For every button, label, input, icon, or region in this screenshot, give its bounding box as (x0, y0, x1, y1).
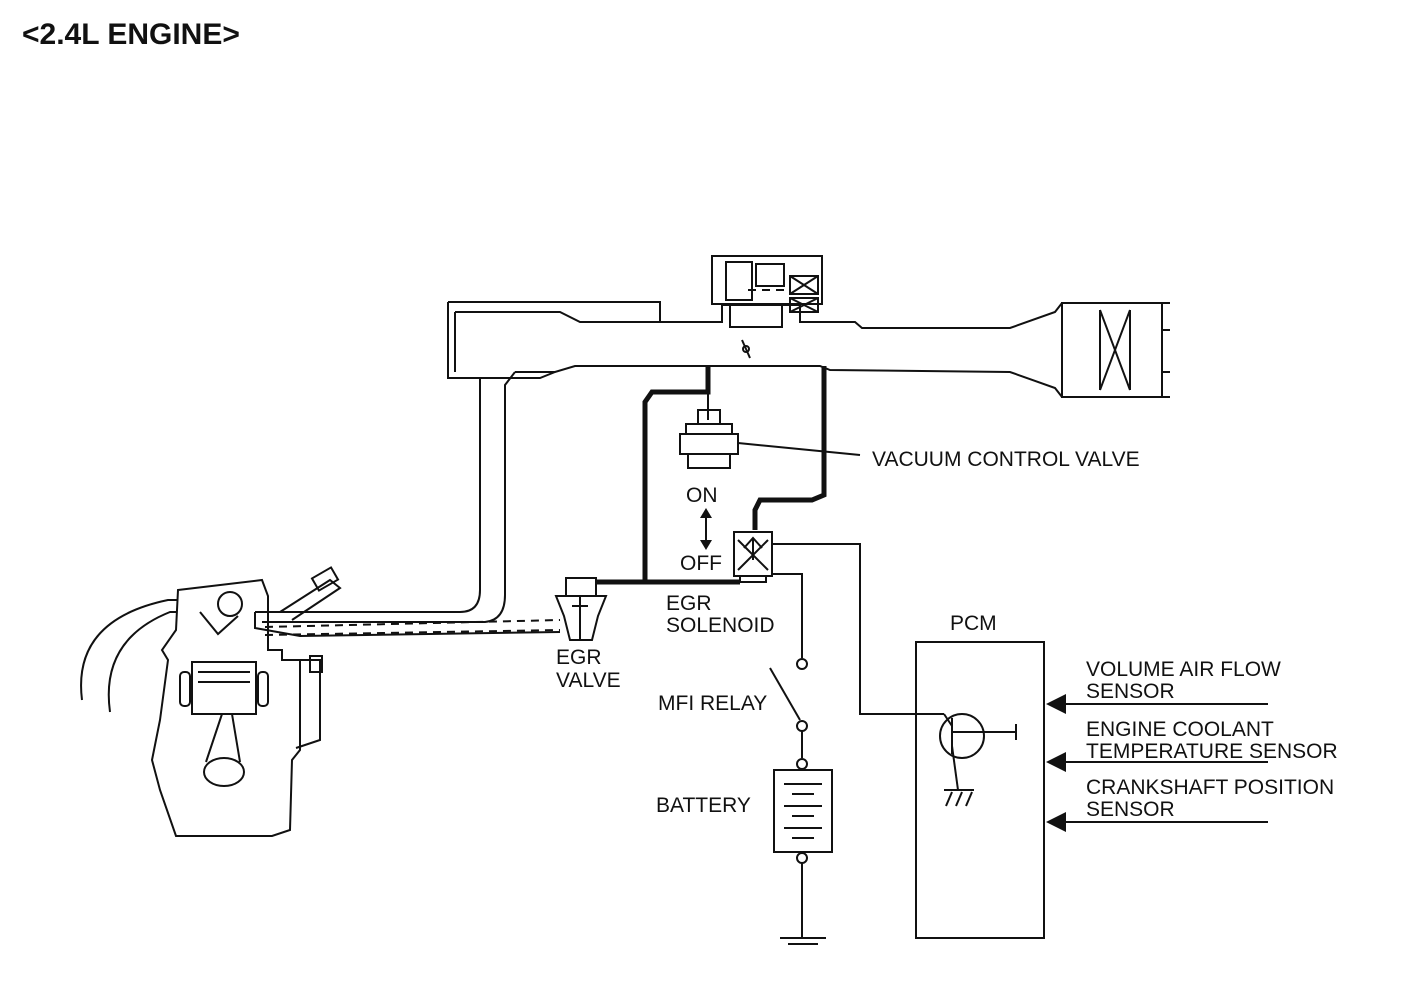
battery-label: BATTERY (656, 794, 751, 817)
off-label: OFF (680, 552, 722, 575)
egr-valve-label-1: EGR (556, 646, 602, 669)
input-ect-line2: TEMPERATURE SENSOR (1086, 740, 1338, 763)
egr-solenoid-label-1: EGR (666, 592, 712, 615)
input-ckp-line1: CRANKSHAFT POSITION (1086, 776, 1334, 799)
diagram-title: <2.4L ENGINE> (22, 18, 240, 51)
pcm-box (915, 641, 1045, 939)
input-ckp-line2: SENSOR (1086, 798, 1175, 821)
pcm-input-arrows (1046, 694, 1268, 832)
egr-solenoid-label-2: SOLENOID (666, 614, 775, 637)
input-ect-line1: ENGINE COOLANT (1086, 718, 1274, 741)
egr-solenoid (733, 531, 773, 583)
solenoid-pcm-wire (772, 543, 944, 715)
air-cleaner (1061, 302, 1170, 398)
pcm-label: PCM (950, 612, 997, 635)
mfi-relay-label: MFI RELAY (658, 692, 767, 715)
throttle-valve (741, 339, 751, 359)
idle-air-control-unit (711, 255, 823, 328)
input-vaf-line2: SENSOR (1086, 680, 1175, 703)
pcm-transistor (939, 713, 1017, 807)
battery (773, 758, 833, 945)
input-vaf-line1: VOLUME AIR FLOW (1086, 658, 1281, 681)
mfi-relay-circuit (769, 573, 808, 758)
egr-valve (554, 577, 608, 641)
intake-manifold (254, 301, 1170, 638)
engine-block (80, 566, 342, 837)
on-off-arrow (700, 508, 712, 550)
vacuum-control-valve-label: VACUUM CONTROL VALVE (872, 448, 1140, 471)
vacuum-control-valve (679, 409, 861, 469)
on-label: ON (686, 484, 718, 507)
vacuum-hoses (596, 366, 827, 585)
egr-valve-label-2: VALVE (556, 669, 621, 692)
